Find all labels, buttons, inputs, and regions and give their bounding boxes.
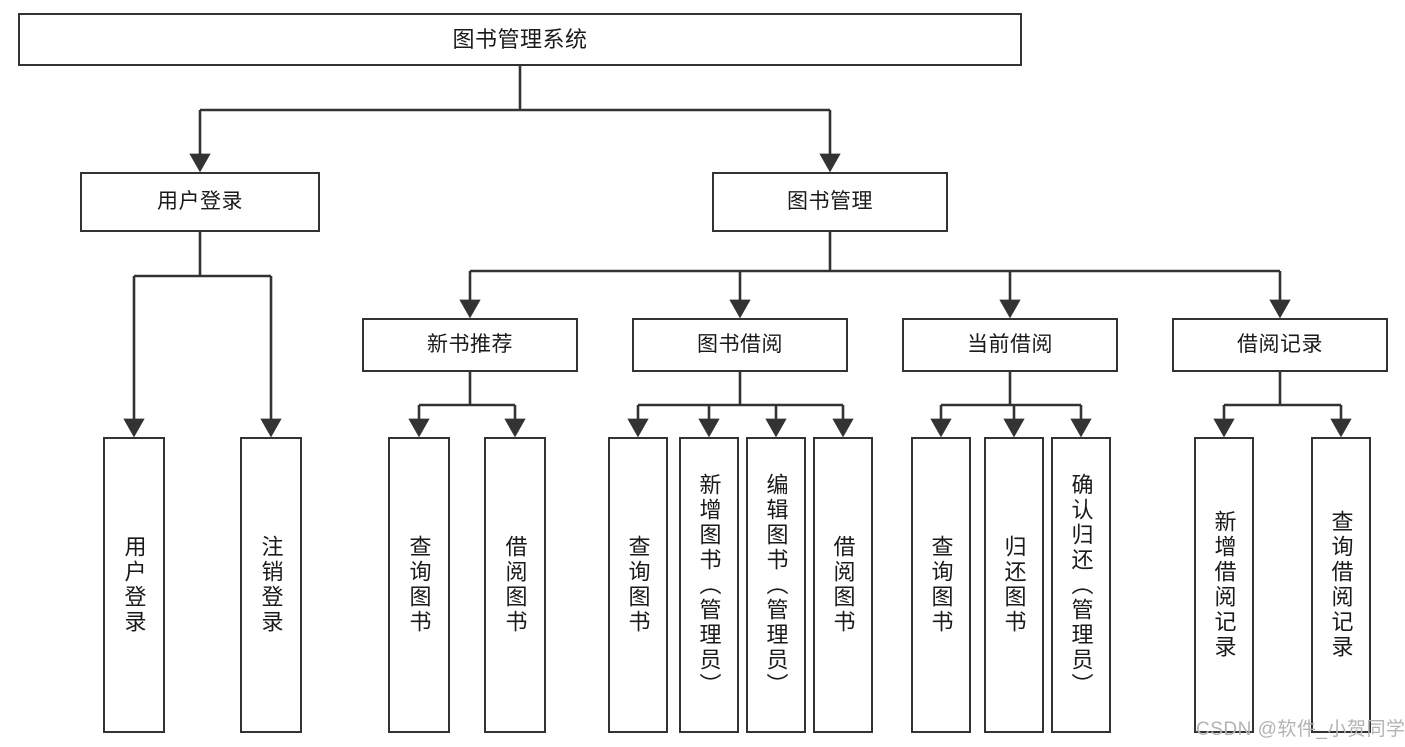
node-new-book-recommend-label: 新书推荐 [427,332,513,356]
node-leaf-user-login-label: 用户登录 [121,535,147,635]
node-borrow-record[interactable]: 借阅记录 [1172,318,1388,372]
node-current-borrow-label: 当前借阅 [967,332,1053,356]
node-leaf-return-book[interactable]: 归还图书 [984,437,1044,733]
node-leaf-query-book-bb-label: 查询图书 [625,535,651,635]
node-leaf-user-login[interactable]: 用户登录 [103,437,165,733]
node-leaf-logout[interactable]: 注销登录 [240,437,302,733]
node-leaf-add-record[interactable]: 新增借阅记录 [1194,437,1254,733]
node-leaf-return-book-label: 归还图书 [1001,535,1027,635]
node-book-manage[interactable]: 图书管理 [712,172,948,232]
node-leaf-query-record-label: 查询借阅记录 [1328,510,1354,660]
node-leaf-borrow-book-nb-label: 借阅图书 [502,535,528,635]
node-book-borrow-label: 图书借阅 [697,332,783,356]
node-root[interactable]: 图书管理系统 [18,13,1022,66]
node-book-borrow[interactable]: 图书借阅 [632,318,848,372]
node-leaf-borrow-book-bb-label: 借阅图书 [830,535,856,635]
node-leaf-confirm-return-label: 确认归还（管理员） [1068,472,1094,698]
node-leaf-edit-book-label: 编辑图书（管理员） [763,472,789,698]
csdn-watermark: CSDN @软件_小贺同学 [1196,719,1405,740]
node-leaf-add-book-label: 新增图书（管理员） [696,472,722,698]
node-leaf-borrow-book-bb[interactable]: 借阅图书 [813,437,873,733]
node-leaf-query-book-nb-label: 查询图书 [406,535,432,635]
node-current-borrow[interactable]: 当前借阅 [902,318,1118,372]
node-leaf-edit-book[interactable]: 编辑图书（管理员） [746,437,806,733]
node-leaf-query-record[interactable]: 查询借阅记录 [1311,437,1371,733]
node-leaf-confirm-return[interactable]: 确认归还（管理员） [1051,437,1111,733]
node-leaf-query-book-cb[interactable]: 查询图书 [911,437,971,733]
node-leaf-add-record-label: 新增借阅记录 [1211,510,1237,660]
node-root-label: 图书管理系统 [452,26,588,52]
node-user-login[interactable]: 用户登录 [80,172,320,232]
node-leaf-query-book-nb[interactable]: 查询图书 [388,437,450,733]
node-user-login-label: 用户登录 [157,189,243,213]
node-borrow-record-label: 借阅记录 [1237,332,1323,356]
node-leaf-logout-label: 注销登录 [258,535,284,635]
node-leaf-query-book-cb-label: 查询图书 [928,535,954,635]
node-leaf-borrow-book-nb[interactable]: 借阅图书 [484,437,546,733]
node-book-manage-label: 图书管理 [787,189,873,213]
node-leaf-query-book-bb[interactable]: 查询图书 [608,437,668,733]
node-new-book-recommend[interactable]: 新书推荐 [362,318,578,372]
node-leaf-add-book[interactable]: 新增图书（管理员） [679,437,739,733]
